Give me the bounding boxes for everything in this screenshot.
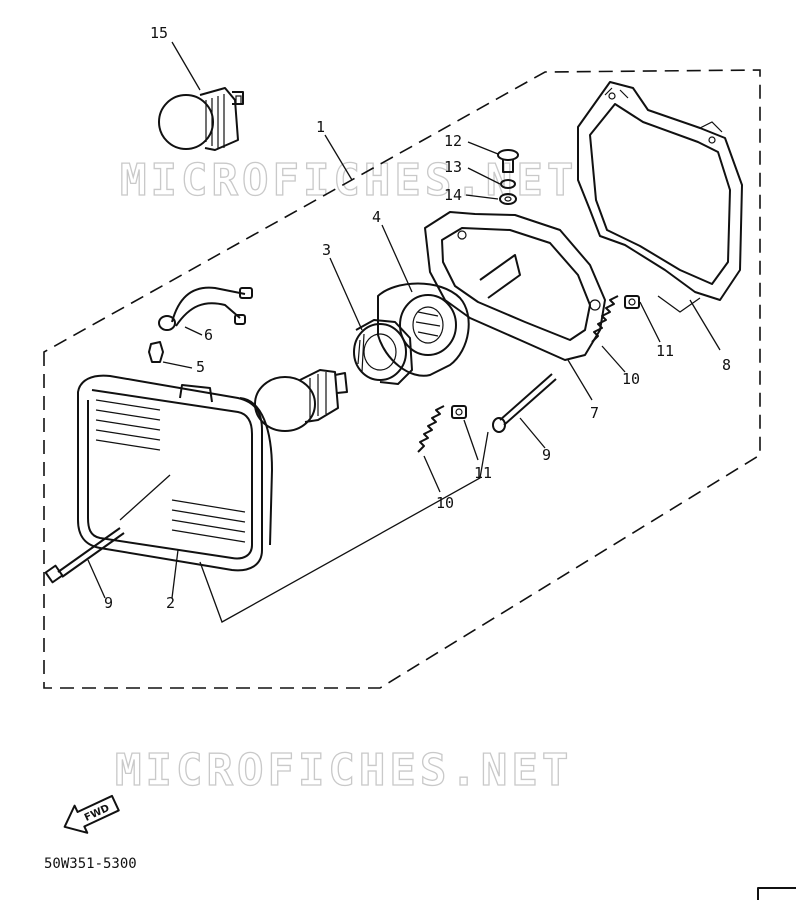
nut-11-rear — [624, 295, 640, 309]
callout-1: 1 — [316, 118, 325, 136]
leader-lines — [87, 41, 721, 623]
diagram-code: 50W351-5300 — [44, 856, 137, 872]
callout-5: 5 — [196, 358, 205, 376]
callout-6: 6 — [204, 326, 213, 344]
callout-14: 14 — [444, 186, 462, 204]
callout-7: 7 — [590, 404, 599, 422]
bulb-15 — [158, 87, 244, 151]
wire-harness-6 — [158, 286, 253, 331]
callout-8: 8 — [722, 356, 731, 374]
callout-12: 12 — [444, 132, 462, 150]
bolt-9-front — [44, 527, 125, 584]
headlight-bulb — [254, 369, 348, 432]
forward-arrow-icon: FWD — [63, 794, 120, 834]
washer-13 — [500, 179, 516, 189]
assembly-boundary — [43, 69, 761, 689]
headlight-unit-2 — [77, 374, 273, 572]
watermark-top: MICROFICHES.NET — [120, 155, 577, 206]
watermark-bottom: MICROFICHES.NET — [115, 745, 572, 796]
spring-10-rear — [591, 295, 619, 343]
callout-3: 3 — [322, 241, 331, 259]
callout-4: 4 — [372, 208, 381, 226]
socket-cover-4 — [377, 282, 470, 377]
outer-frame-8 — [577, 81, 743, 301]
callout-10-front: 10 — [436, 494, 454, 512]
washer-14 — [499, 193, 517, 205]
housing-7 — [424, 211, 606, 361]
callout-11-rear: 11 — [656, 342, 674, 360]
corner-mark — [757, 887, 796, 900]
callout-10-rear: 10 — [622, 370, 640, 388]
callout-11-front: 11 — [474, 464, 492, 482]
bulb-socket-3 — [353, 319, 413, 385]
screw-12 — [497, 149, 519, 173]
callout-13: 13 — [444, 158, 462, 176]
nut-11-front — [451, 405, 467, 419]
small-bulb-5 — [148, 341, 164, 363]
callout-9-front: 9 — [104, 594, 113, 612]
callout-2: 2 — [166, 594, 175, 612]
spring-10-front — [417, 405, 445, 453]
callout-9-rear: 9 — [542, 446, 551, 464]
callout-15: 15 — [150, 24, 168, 42]
bolt-9-rear — [492, 373, 557, 433]
